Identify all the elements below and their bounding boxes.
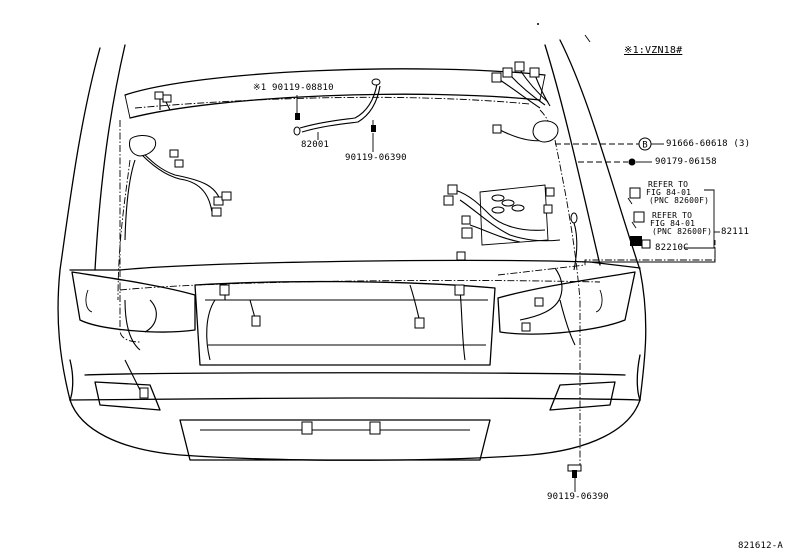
part-82210c-label: 82210C bbox=[655, 243, 689, 253]
vehicle-note: ※1:VZN18# bbox=[624, 45, 683, 56]
part-91666-label: 91666-60618 (3) bbox=[666, 139, 751, 149]
left-harness-wires bbox=[124, 91, 232, 241]
part-90179-label: 90179-06158 bbox=[655, 157, 717, 167]
part-82001-label: 82001 bbox=[301, 140, 330, 150]
part-90119-06390-bottom-label: 90119-06390 bbox=[547, 492, 609, 502]
callout-b-letter: B bbox=[642, 141, 647, 151]
bottom-bolt-icon bbox=[567, 464, 582, 478]
clip-90179-icon bbox=[628, 158, 636, 166]
right-harness-wires bbox=[443, 61, 578, 346]
refer-2-line3: (PNC 82600F) bbox=[652, 227, 713, 236]
refer-1-line3: (PNC 82600F) bbox=[649, 196, 710, 205]
figure-id-label: 821612-A bbox=[738, 541, 783, 551]
relay-parts bbox=[627, 187, 651, 249]
lower-harness-wires bbox=[124, 284, 466, 399]
refer-1-line1: REFER TO bbox=[648, 180, 689, 189]
refer-1-line2: FIG 84-01 bbox=[646, 188, 692, 197]
part-82111-label: 82111 bbox=[721, 227, 750, 237]
refer-2-line2: FIG 84-01 bbox=[650, 219, 696, 228]
refer-2-line1: REFER TO bbox=[652, 211, 693, 220]
callout-b-circle bbox=[638, 137, 652, 151]
hood-harness-82001 bbox=[293, 78, 381, 136]
part-90119-06390-top-label: 90119-06390 bbox=[345, 153, 407, 163]
vehicle-body-outline bbox=[57, 23, 647, 461]
bolt-note-label: ※1 90119-08810 bbox=[253, 83, 334, 93]
